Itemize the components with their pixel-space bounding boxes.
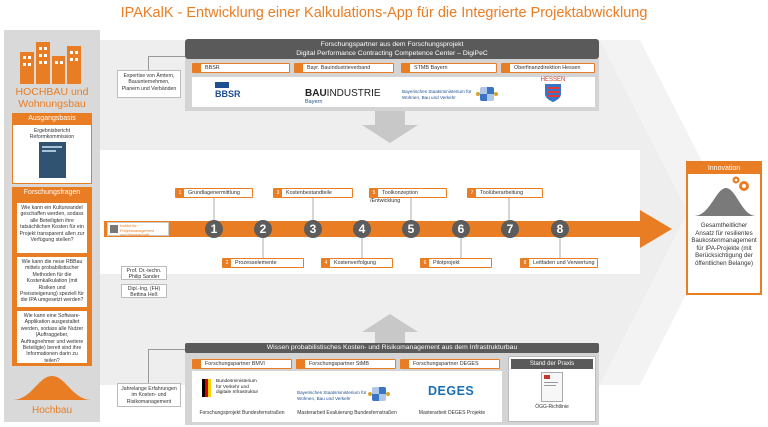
innovation-text: Gesamtheitlicher Ansatz für resilientes … bbox=[691, 222, 757, 267]
bottom-logo-strip bbox=[192, 371, 502, 422]
connector-bottom bbox=[148, 349, 149, 383]
logo-deges: DEGES bbox=[428, 384, 475, 398]
partner-tag-bbsr: BBSR bbox=[192, 63, 290, 73]
step-circle-3: 3 bbox=[304, 220, 322, 238]
experience-note: Jahrelange Erfahrungen im Kosten- und Ri… bbox=[117, 383, 181, 407]
connector-bottom-h bbox=[148, 349, 185, 350]
bell-curve-gears-icon bbox=[694, 176, 756, 216]
bell-curve-icon-left bbox=[12, 376, 92, 400]
federal-eagle-icon bbox=[202, 379, 211, 397]
top-title-bar: Forschungspartner aus dem Forschungsproj… bbox=[185, 39, 599, 59]
partner-tag-stmb: STMB Bayern bbox=[401, 63, 497, 73]
person-1: Prof. Dr.-techn.Philip Sander bbox=[121, 266, 167, 280]
step-circle-7: 7 bbox=[501, 220, 519, 238]
partner-tag-ofd-hessen: Oberfinanzdirektion Hessen bbox=[501, 63, 595, 73]
innovation-label: Innovation bbox=[688, 163, 760, 174]
logo-bauindustrie: BAUINDUSTRIE Bayern bbox=[305, 88, 381, 105]
partner-tag-bmvi: Forschungspartner BMVI bbox=[192, 359, 292, 369]
report-caption-line1: Ergebnisbericht bbox=[33, 128, 71, 134]
question-3: Wie kann eine Software-Applikation ausge… bbox=[17, 311, 87, 364]
caption-stmb: Masterarbeit Evaluierung Bundesfernstraß… bbox=[297, 410, 397, 416]
left-heading-line2: Wohnungsbau bbox=[18, 98, 86, 110]
top-title-line2: Digital Performance Contracting Competen… bbox=[296, 50, 488, 57]
page-title: IPAKalK - Entwicklung einer Kalkulations… bbox=[120, 5, 648, 21]
connector-top-h bbox=[148, 56, 185, 57]
question-1: Wie kann ein Kulturwandel geschaffen wer… bbox=[17, 203, 87, 253]
ausgangsbasis-box: Ergebnisbericht Reformkommission bbox=[12, 124, 92, 184]
innovation-box: Innovation Gesamtheitlicher Ansatz für r… bbox=[686, 161, 762, 295]
hessen-crest-icon bbox=[545, 84, 561, 102]
oegg-document-image bbox=[541, 372, 563, 402]
connector-top bbox=[148, 56, 149, 70]
partner-tag-stmb-bottom: Forschungspartner StMB bbox=[296, 359, 396, 369]
bavaria-crest-icon bbox=[476, 87, 498, 101]
top-logo-strip bbox=[192, 77, 595, 107]
praxis-tag: Stand der Praxis bbox=[511, 359, 593, 369]
step-circle-5: 5 bbox=[402, 220, 420, 238]
step-circle-8: 8 bbox=[551, 220, 569, 238]
question-2: Wie kann die neue RBBau mittels probabil… bbox=[17, 257, 87, 307]
left-footer: Hochbau bbox=[31, 405, 73, 416]
praxis-box: Stand der Praxis ÖGG-Richtlinie bbox=[508, 356, 596, 422]
step-circle-1: 1 bbox=[205, 220, 223, 238]
buildings-icon bbox=[20, 42, 81, 84]
caption-bmvi: Forschungsprojekt Bundesfernstraßen bbox=[199, 410, 285, 416]
logo-bbsr: BBSR bbox=[215, 82, 251, 99]
expertise-note: Expertise von Ämtern, Bauunternehmen, Pl… bbox=[117, 70, 181, 98]
ausgangsbasis-label: Ausgangsbasis bbox=[12, 113, 92, 124]
top-title-line1: Forschungspartner aus dem Forschungsproj… bbox=[320, 41, 464, 48]
report-caption-line2: Reformkommission bbox=[29, 134, 75, 140]
left-heading-line1: HOCHBAU und bbox=[15, 86, 89, 98]
step-circle-2: 2 bbox=[254, 220, 272, 238]
bavaria-crest-icon-bottom bbox=[368, 387, 390, 401]
person-2: Dipl.-Ing. (FH)Bettina Heß bbox=[121, 284, 167, 298]
bottom-title-bar: Wissen probabilistisches Kosten- und Ris… bbox=[185, 343, 599, 353]
institute-logo-mark bbox=[110, 225, 118, 233]
caption-oegg: ÖGG-Richtlinie bbox=[535, 404, 569, 410]
report-cover-image bbox=[38, 142, 66, 178]
step-circle-6: 6 bbox=[452, 220, 470, 238]
partner-tag-bauindustrie: Bayr. Bauindustrieverband bbox=[294, 63, 394, 73]
step-circle-4: 4 bbox=[353, 220, 371, 238]
forschungsfragen-box: Wie kann ein Kulturwandel geschaffen wer… bbox=[12, 198, 92, 366]
logo-hessen: HESSEN bbox=[538, 77, 568, 105]
partner-tag-deges: Forschungspartner DEGES bbox=[400, 359, 500, 369]
caption-deges: Masterarbeit DEGES Projekte bbox=[418, 410, 486, 416]
forschungsfragen-label: Forschungsfragen bbox=[12, 187, 92, 198]
